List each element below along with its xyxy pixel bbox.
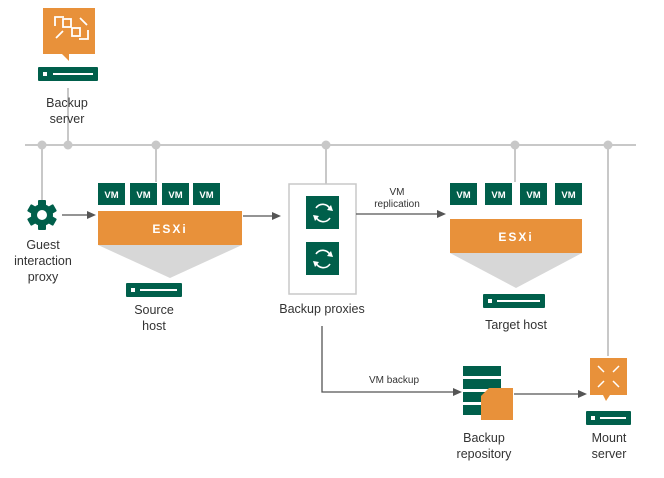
vm-label: VM xyxy=(456,190,470,201)
backup-proxies-label: Backup proxies xyxy=(279,302,365,316)
vm-icon xyxy=(450,183,477,205)
vm-icon xyxy=(162,183,189,205)
vm-icon xyxy=(555,183,582,205)
arrow-vm-backup xyxy=(321,326,454,393)
backup-server-label: Backup server xyxy=(46,96,88,126)
proxy-icon xyxy=(306,196,339,229)
esxi-bar xyxy=(98,211,242,245)
vm-label: VM xyxy=(561,190,575,201)
esxi-bar xyxy=(450,219,582,253)
vm-backup-label: VM backup xyxy=(368,375,420,386)
vm-label: VM xyxy=(168,190,182,201)
backup-server-node xyxy=(38,8,98,81)
bus-connectors xyxy=(41,88,609,356)
vm-icon xyxy=(193,183,220,205)
esxi-label: ESXi xyxy=(152,222,187,236)
esxi-label: ESXi xyxy=(498,230,533,244)
vm-label: VM xyxy=(491,190,505,201)
collapse-icon xyxy=(597,365,620,388)
vm-label: VM xyxy=(136,190,150,201)
vm-icon xyxy=(98,183,125,205)
backup-proxies-node xyxy=(288,183,357,295)
mount-server-node xyxy=(586,358,631,425)
folder-icon xyxy=(481,388,513,420)
target-host-node: VM VM VM VM ESXi xyxy=(450,183,582,308)
vm-icon xyxy=(130,183,157,205)
bus-junctions xyxy=(37,140,613,150)
host-funnel xyxy=(450,253,582,288)
source-host-label: Source host xyxy=(134,303,174,333)
vm-icon xyxy=(485,183,512,205)
vm-label: VM xyxy=(104,190,118,201)
target-host-label: Target host xyxy=(485,318,547,332)
veeam-logo-icon xyxy=(54,16,89,40)
backup-repository-label: Backup repository xyxy=(456,431,512,461)
source-host-node: VM VM VM VM ESXi xyxy=(98,183,242,297)
host-funnel xyxy=(98,245,242,278)
vm-label: VM xyxy=(199,190,213,201)
mount-server-label: Mount server xyxy=(591,431,627,461)
backup-repository-node xyxy=(463,366,513,420)
guest-proxy-label: Guest interaction proxy xyxy=(14,238,72,284)
vm-icon xyxy=(520,183,547,205)
gear-icon xyxy=(27,200,57,230)
vm-label: VM xyxy=(526,190,540,201)
proxy-icon xyxy=(306,242,339,275)
replication-label: VM replication xyxy=(374,187,420,210)
